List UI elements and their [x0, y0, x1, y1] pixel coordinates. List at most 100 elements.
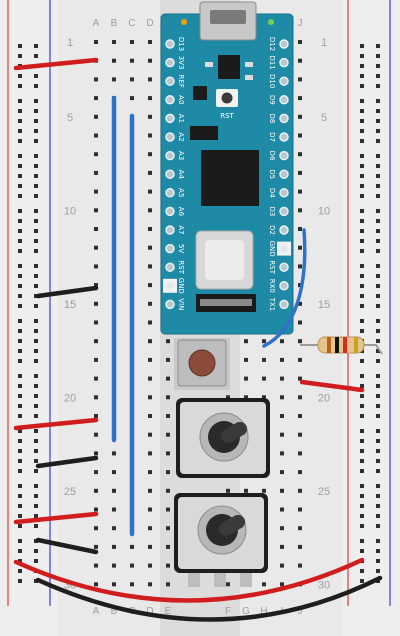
breadboard-hole: [148, 301, 152, 306]
rail-hole: [34, 119, 38, 123]
breadboard-hole: [280, 432, 284, 437]
nano-pin-label: D3: [268, 206, 276, 216]
rail-hole: [360, 484, 364, 488]
rail-hole: [34, 524, 38, 528]
breadboard-hole: [94, 320, 98, 325]
microcontroller-chip: [201, 150, 259, 206]
breadboard-hole: [94, 40, 98, 44]
rail-hole: [18, 219, 22, 223]
rail-hole: [376, 239, 380, 243]
rail-hole: [360, 44, 364, 48]
breadboard-hole: [166, 414, 170, 418]
breadboard-hole: [166, 526, 170, 531]
rail-hole: [18, 349, 22, 353]
rail-hole: [34, 184, 38, 188]
rail-hole: [360, 99, 364, 103]
breadboard-hole: [298, 526, 302, 531]
black-wire-bottom-arc[interactable]: [35, 575, 383, 622]
potentiometer-1[interactable]: [176, 398, 270, 478]
rail-hole: [34, 429, 38, 433]
breadboard-hole: [148, 208, 152, 213]
breadboard-hole: [280, 544, 284, 549]
rail-hole: [360, 184, 364, 188]
black-wire-row15[interactable]: [35, 285, 99, 299]
nano-pin: [279, 132, 289, 142]
breadboard-hole: [94, 77, 98, 82]
pushbutton-cap[interactable]: [188, 349, 216, 377]
breadboard-hole: [94, 432, 98, 437]
arduino-nano[interactable]: RST D133V3REFA0A1A2A3A4A5A6A75VRSTGNDVIN…: [160, 1, 294, 335]
pushbutton[interactable]: [174, 338, 230, 390]
breadboard-hole: [298, 301, 302, 306]
breadboard-hole: [112, 507, 116, 512]
breadboard-hole: [280, 563, 284, 568]
breadboard-hole: [166, 376, 170, 381]
rail-hole: [34, 174, 38, 178]
rail-hole: [34, 84, 38, 88]
rail-hole: [360, 284, 364, 288]
breadboard-hole: [94, 133, 98, 138]
rail-hole: [34, 44, 38, 48]
breadboard-hole: [112, 563, 116, 568]
rail-hole: [376, 184, 380, 188]
column-label: D: [146, 18, 153, 29]
potentiometer-2[interactable]: [174, 493, 268, 587]
rail-hole: [34, 194, 38, 198]
rail-hole: [376, 329, 380, 333]
blue-wire-d2[interactable]: [262, 228, 307, 348]
red-wire-right-row20[interactable]: [299, 379, 365, 393]
column-label: A: [93, 606, 100, 617]
nano-pin-label: A4: [177, 170, 185, 180]
reset-button[interactable]: [221, 92, 233, 104]
breadboard-hole: [94, 414, 98, 418]
black-wire-row23[interactable]: [35, 455, 99, 469]
breadboard-hole: [262, 395, 266, 400]
nano-pin: [279, 113, 289, 124]
rail-hole: [18, 74, 22, 78]
column-label: A: [93, 18, 100, 29]
breadboard-hole: [94, 376, 98, 381]
nano-pin: [165, 225, 175, 235]
breadboard-hole: [298, 264, 302, 269]
red-wire-row21[interactable]: [13, 417, 99, 431]
breadboard-hole: [298, 470, 302, 475]
red-wire-row26[interactable]: [13, 511, 99, 525]
rail-hole: [34, 284, 38, 288]
nano-pin-label: D8: [268, 113, 276, 123]
rail-hole: [376, 164, 380, 168]
red-wire-row1[interactable]: [13, 57, 99, 71]
breadboard-hole: [148, 544, 152, 549]
rail-hole: [18, 99, 22, 103]
rail-hole: [18, 284, 22, 288]
breadboard-hole: [112, 470, 116, 475]
rail-hole: [34, 109, 38, 113]
rail-hole: [376, 264, 380, 268]
rail-hole: [34, 349, 38, 353]
rail-hole: [376, 404, 380, 408]
red-wire-bottom-arc[interactable]: [13, 557, 365, 603]
breadboard-hole: [166, 357, 170, 362]
rail-hole: [360, 174, 364, 178]
breadboard-hole: [94, 526, 98, 531]
nano-pin: [279, 299, 289, 310]
breadboard-hole: [298, 320, 302, 325]
breadboard-hole: [94, 245, 98, 250]
breadboard-hole: [244, 488, 248, 493]
led-left: [181, 19, 187, 25]
nano-pin: [165, 243, 175, 254]
nano-pin-label: A7: [177, 225, 185, 234]
rail-hole: [34, 74, 38, 78]
nano-pin: [165, 299, 175, 310]
rail-hole: [34, 329, 38, 333]
rail-hole: [376, 139, 380, 143]
black-wire-row28[interactable]: [35, 537, 99, 555]
resistor[interactable]: [300, 336, 383, 355]
rail-hole: [18, 274, 22, 278]
rail-hole: [376, 349, 380, 353]
rail-hole: [18, 194, 22, 198]
breadboard-hole: [298, 414, 302, 418]
nano-pin-label: 3V3: [177, 56, 185, 70]
rail-hole: [376, 209, 380, 213]
rail-hole: [376, 339, 380, 343]
